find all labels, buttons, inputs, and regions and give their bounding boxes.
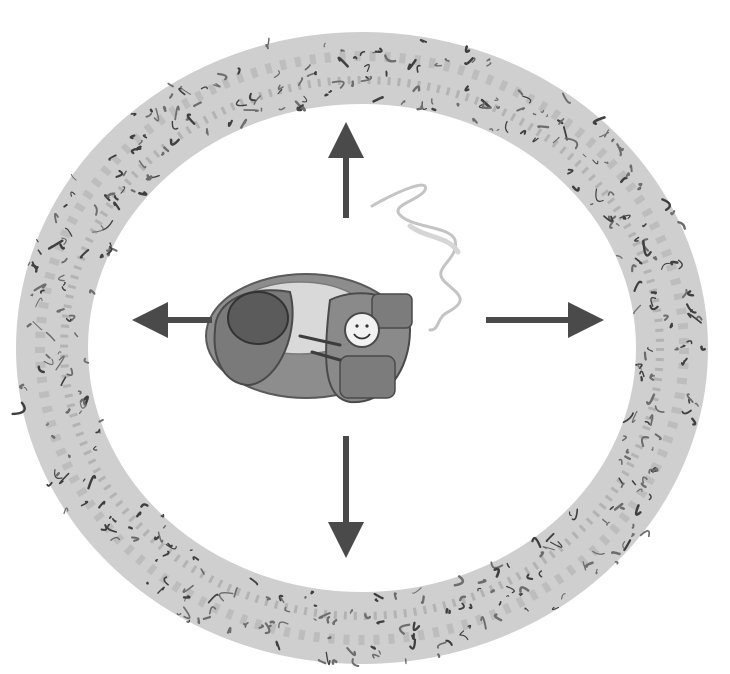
debris-scribble <box>621 508 623 509</box>
debris-scribble <box>341 50 344 51</box>
debris-scribble <box>110 517 111 519</box>
debris-scribble <box>376 599 378 601</box>
debris-scribble <box>519 594 522 596</box>
debris-scribble <box>406 659 407 664</box>
debris-scribble <box>638 188 640 189</box>
debris-scribble <box>150 177 152 180</box>
debris-scribble <box>645 353 646 360</box>
debris-scribble <box>631 165 632 171</box>
debris-scribble <box>31 294 33 296</box>
debris-scribble <box>541 552 543 556</box>
debris-scribble <box>315 72 316 74</box>
debris-scribble <box>109 248 116 251</box>
debris-scribble <box>207 129 208 135</box>
debris-scribble <box>156 560 157 561</box>
debris-scribble <box>633 525 634 528</box>
debris-scribble <box>132 190 135 191</box>
debris-scribble <box>271 622 274 623</box>
debris-scribble <box>266 38 269 46</box>
debris-scribble <box>184 596 189 597</box>
debris-scribble <box>147 176 149 180</box>
debris-scribble <box>162 153 163 155</box>
debris-scribble <box>311 592 313 594</box>
debris-scribble <box>198 618 199 623</box>
debris-scribble <box>101 255 103 257</box>
debris-scribble <box>605 162 608 163</box>
debris-scribble <box>438 654 439 657</box>
debris-scribble <box>52 436 54 438</box>
debris-scribble <box>491 590 493 592</box>
debris-scribble <box>164 107 165 111</box>
debris-scribble <box>652 292 656 293</box>
debris-scribble <box>147 583 148 584</box>
debris-scribble <box>69 455 70 457</box>
debris-scribble <box>395 593 396 599</box>
debris-scribble <box>632 534 634 536</box>
debris-scribble <box>190 550 192 551</box>
debris-scribble <box>129 527 132 528</box>
debris-scribble <box>654 257 656 259</box>
debris-scribble <box>328 637 330 638</box>
debris-scribble <box>591 204 593 205</box>
debris-scribble <box>57 473 59 475</box>
debris-scribble <box>640 184 642 185</box>
debris-scribble <box>612 139 613 141</box>
debris-scribble <box>268 626 270 627</box>
debris-scribble <box>354 57 357 58</box>
debris-scribble <box>433 109 436 110</box>
debris-scribble <box>155 537 159 539</box>
debris-scribble <box>333 660 336 663</box>
seated-figures-icon <box>206 274 412 402</box>
debris-scribble <box>447 609 448 612</box>
debris-scribble <box>352 82 353 86</box>
debris-scribble <box>238 68 239 73</box>
debris-scribble <box>325 94 328 95</box>
debris-scribble <box>538 126 548 127</box>
debris-scribble <box>671 324 672 327</box>
debris-scribble <box>457 104 458 106</box>
debris-scribble <box>151 110 152 112</box>
debris-scribble <box>412 634 414 639</box>
